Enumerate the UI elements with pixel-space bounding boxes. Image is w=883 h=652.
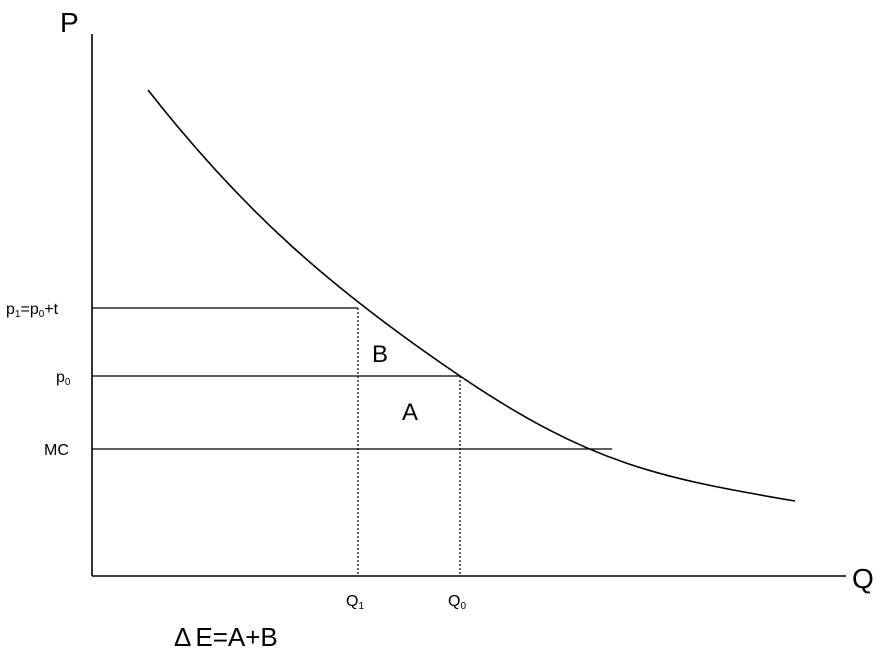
p1-label: p1=p0+t (6, 301, 59, 320)
y-axis-title: P (60, 7, 79, 38)
q1-label: Q1 (346, 593, 364, 612)
q0-label: Q0 (448, 593, 466, 612)
x-axis-title: Q (852, 563, 874, 594)
mc-label: MC (44, 442, 69, 459)
p0-label: p0 (56, 369, 71, 388)
region-b-label: B (372, 341, 388, 368)
demand-curve (147, 89, 796, 502)
region-a-label: A (402, 399, 418, 426)
